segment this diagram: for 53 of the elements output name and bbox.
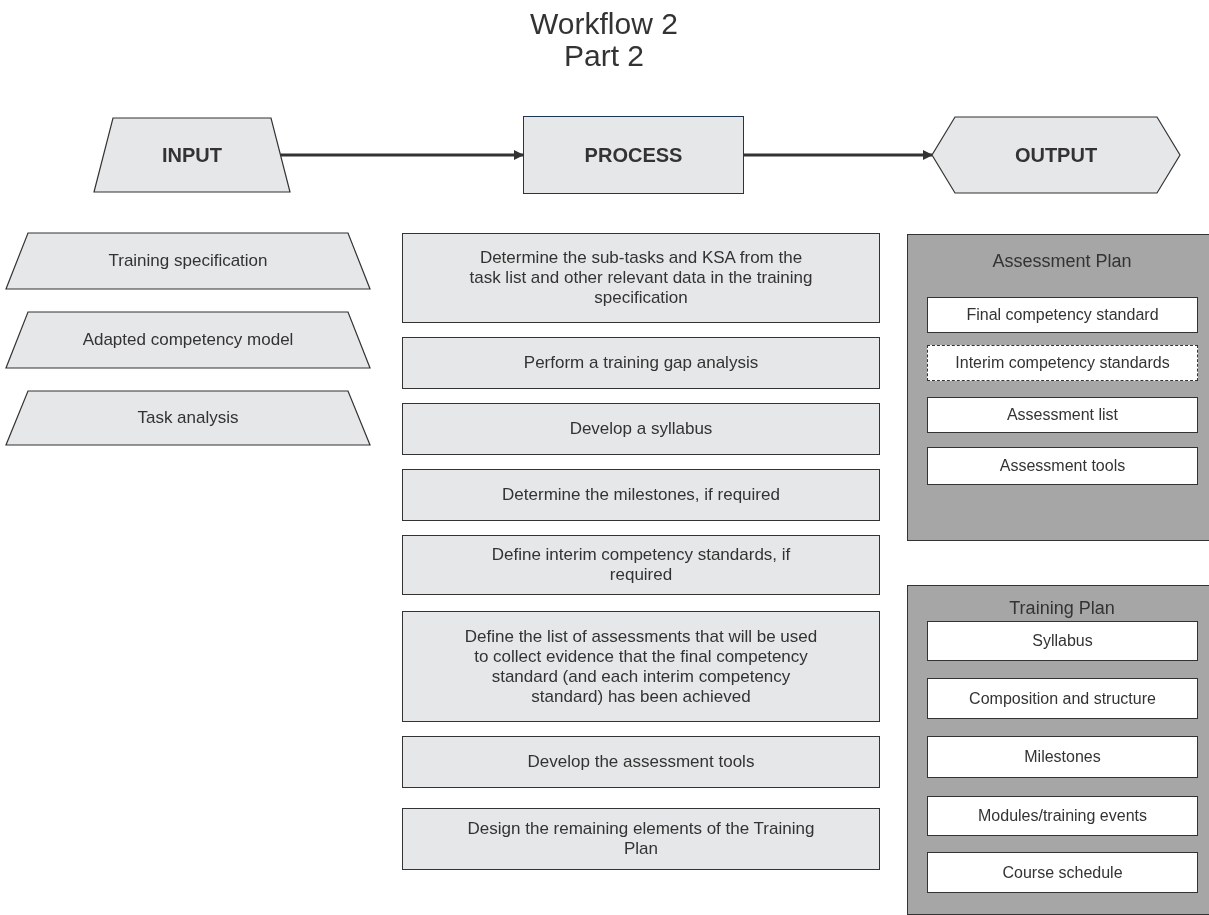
output-item-box [927,397,1198,433]
node-label: Syllabus [1032,632,1093,650]
node-label: Develop a syllabus [569,419,713,439]
process-step-box [402,611,880,722]
output-item-box [927,345,1198,381]
process-step-box [402,808,880,870]
output-item-box [927,297,1198,333]
node-label: Assessment tools [999,457,1126,475]
process-step-box [402,469,880,521]
output-item-box [927,852,1198,893]
process-step-box [402,337,880,389]
output-item-box [927,621,1198,661]
process-step-box [402,403,880,455]
node-label: Define interim competency standards, if required [490,545,792,585]
node-label: Develop the assessment tools [527,752,755,772]
node-label: INPUT [162,143,222,167]
node-label: Determine the milestones, if required [502,485,780,505]
node-label: Perform a training gap analysis [523,353,759,373]
input-trapezoid [6,233,370,289]
node-label: Determine the sub-tasks and KSA from the task list and other relevant data in the training specification [468,248,814,308]
output-item-box [927,736,1198,778]
node-label: Composition and structure [969,689,1156,708]
input-trapezoid [6,391,370,445]
process-step-box [402,535,880,595]
node-label: Interim competency standards [955,354,1170,372]
node-label: Design the remaining elements of the Training Plan [466,819,816,859]
node-label: Modules/training events [978,807,1147,825]
node-label: Milestones [1024,748,1101,766]
arrow [744,150,933,160]
diagram-title: Workflow 2 Part 2 [529,8,679,72]
process-step-box [402,233,880,323]
panel-heading: Training Plan [1009,598,1115,619]
node-label: Adapted competency model [82,330,294,350]
node-label: Task analysis [137,408,239,428]
output-panel [907,585,1209,915]
node-label: Final competency standard [966,306,1159,324]
node-label: OUTPUT [1014,143,1098,167]
output-item-box [927,678,1198,719]
process-step-box [402,736,880,788]
panel-heading: Assessment Plan [992,251,1132,272]
node-label: Course schedule [1002,863,1123,882]
output-item-box [927,796,1198,836]
input-trapezoid [6,312,370,368]
node-label: Assessment list [1006,406,1119,424]
input-trapezoid [94,118,290,192]
arrow [280,150,524,160]
node-label: PROCESS [584,143,683,167]
output-panel [907,234,1209,541]
node-label: Training specification [108,251,268,271]
output-item-box [927,447,1198,485]
process-box [523,116,744,194]
node-label: Define the list of assessments that will be used to collect evidence that the final competency standard (and each interim competency standard) has been achieved [463,626,819,707]
output-hexagon [932,117,1180,193]
